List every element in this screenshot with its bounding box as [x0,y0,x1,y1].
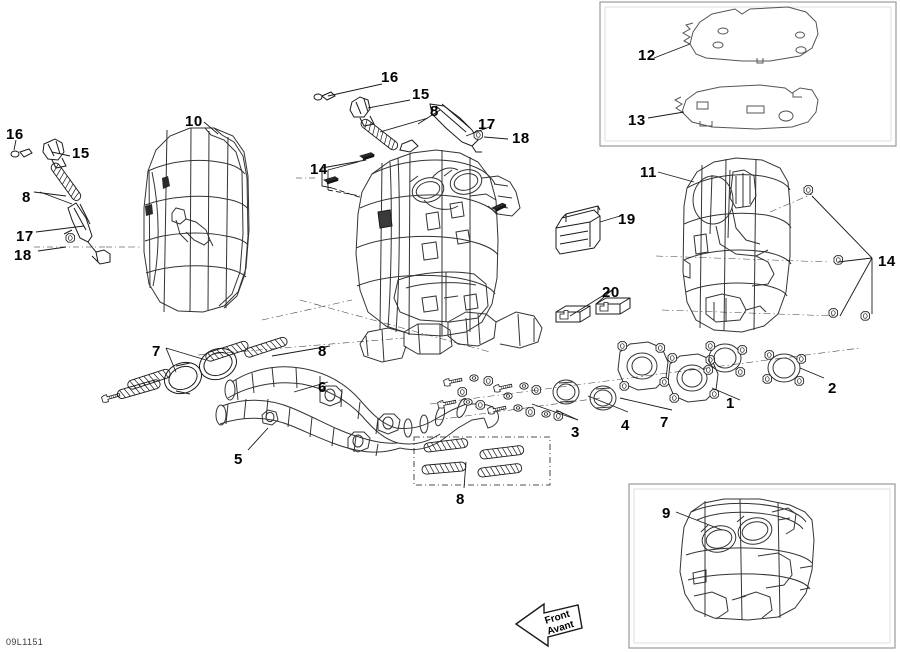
y-pipe-exhaust [215,366,499,457]
callout-18-left: 18 [14,247,32,264]
manifold-flange-group [552,341,807,411]
heat-shield-right [682,157,792,333]
spring-assembly-left [10,138,128,265]
callout-7-pipe: 7 [152,343,161,360]
callout-16-top: 16 [381,69,399,86]
callout-2: 2 [828,380,837,397]
leader-lines-top-spring [321,83,509,199]
inset-frame-muffler [628,483,896,649]
callout-18-top: 18 [512,130,530,147]
leader-lines-callouts [33,43,873,531]
callout-13: 13 [628,112,646,129]
support-bracket [555,205,601,255]
leader-lines-clip-center [327,161,361,197]
exhaust-gasket-rings [164,347,237,395]
callout-8-cluster: 8 [456,491,465,508]
callout-1: 1 [726,395,735,412]
callout-8-top: 8 [430,103,439,120]
callout-20: 20 [602,284,620,301]
callout-16-left: 16 [6,126,24,143]
callout-17-left: 17 [16,228,34,245]
insulation-panel-upper [681,6,819,64]
callout-3: 3 [571,424,580,441]
muffler-center-assembly [679,498,815,621]
callout-15-top: 15 [412,86,430,103]
callout-7-flange: 7 [660,414,669,431]
callout-6: 6 [318,379,327,396]
callout-15-left: 15 [72,145,90,162]
callout-4: 4 [621,417,630,434]
callout-8-left: 8 [22,189,31,206]
callout-10: 10 [185,113,203,130]
callout-17-top: 17 [478,116,496,133]
callout-19: 19 [618,211,636,228]
callout-5: 5 [234,451,243,468]
inset-frame-gaskets [599,1,897,147]
sheet-watermark: 09L1151 [6,637,44,647]
callout-14-center: 14 [310,161,328,178]
callout-8-pipe: 8 [318,343,327,360]
leader-lines-left-spring [13,139,85,252]
callout-9: 9 [662,505,671,522]
callout-14-right: 14 [878,253,896,270]
insulation-panel-lower [673,84,819,130]
callout-12: 12 [638,47,656,64]
muffler-main-body [355,149,543,363]
callout-11: 11 [640,164,657,181]
spring-cluster-box [413,436,551,486]
construction-lines [128,193,861,421]
heat-shield-left [143,127,250,313]
